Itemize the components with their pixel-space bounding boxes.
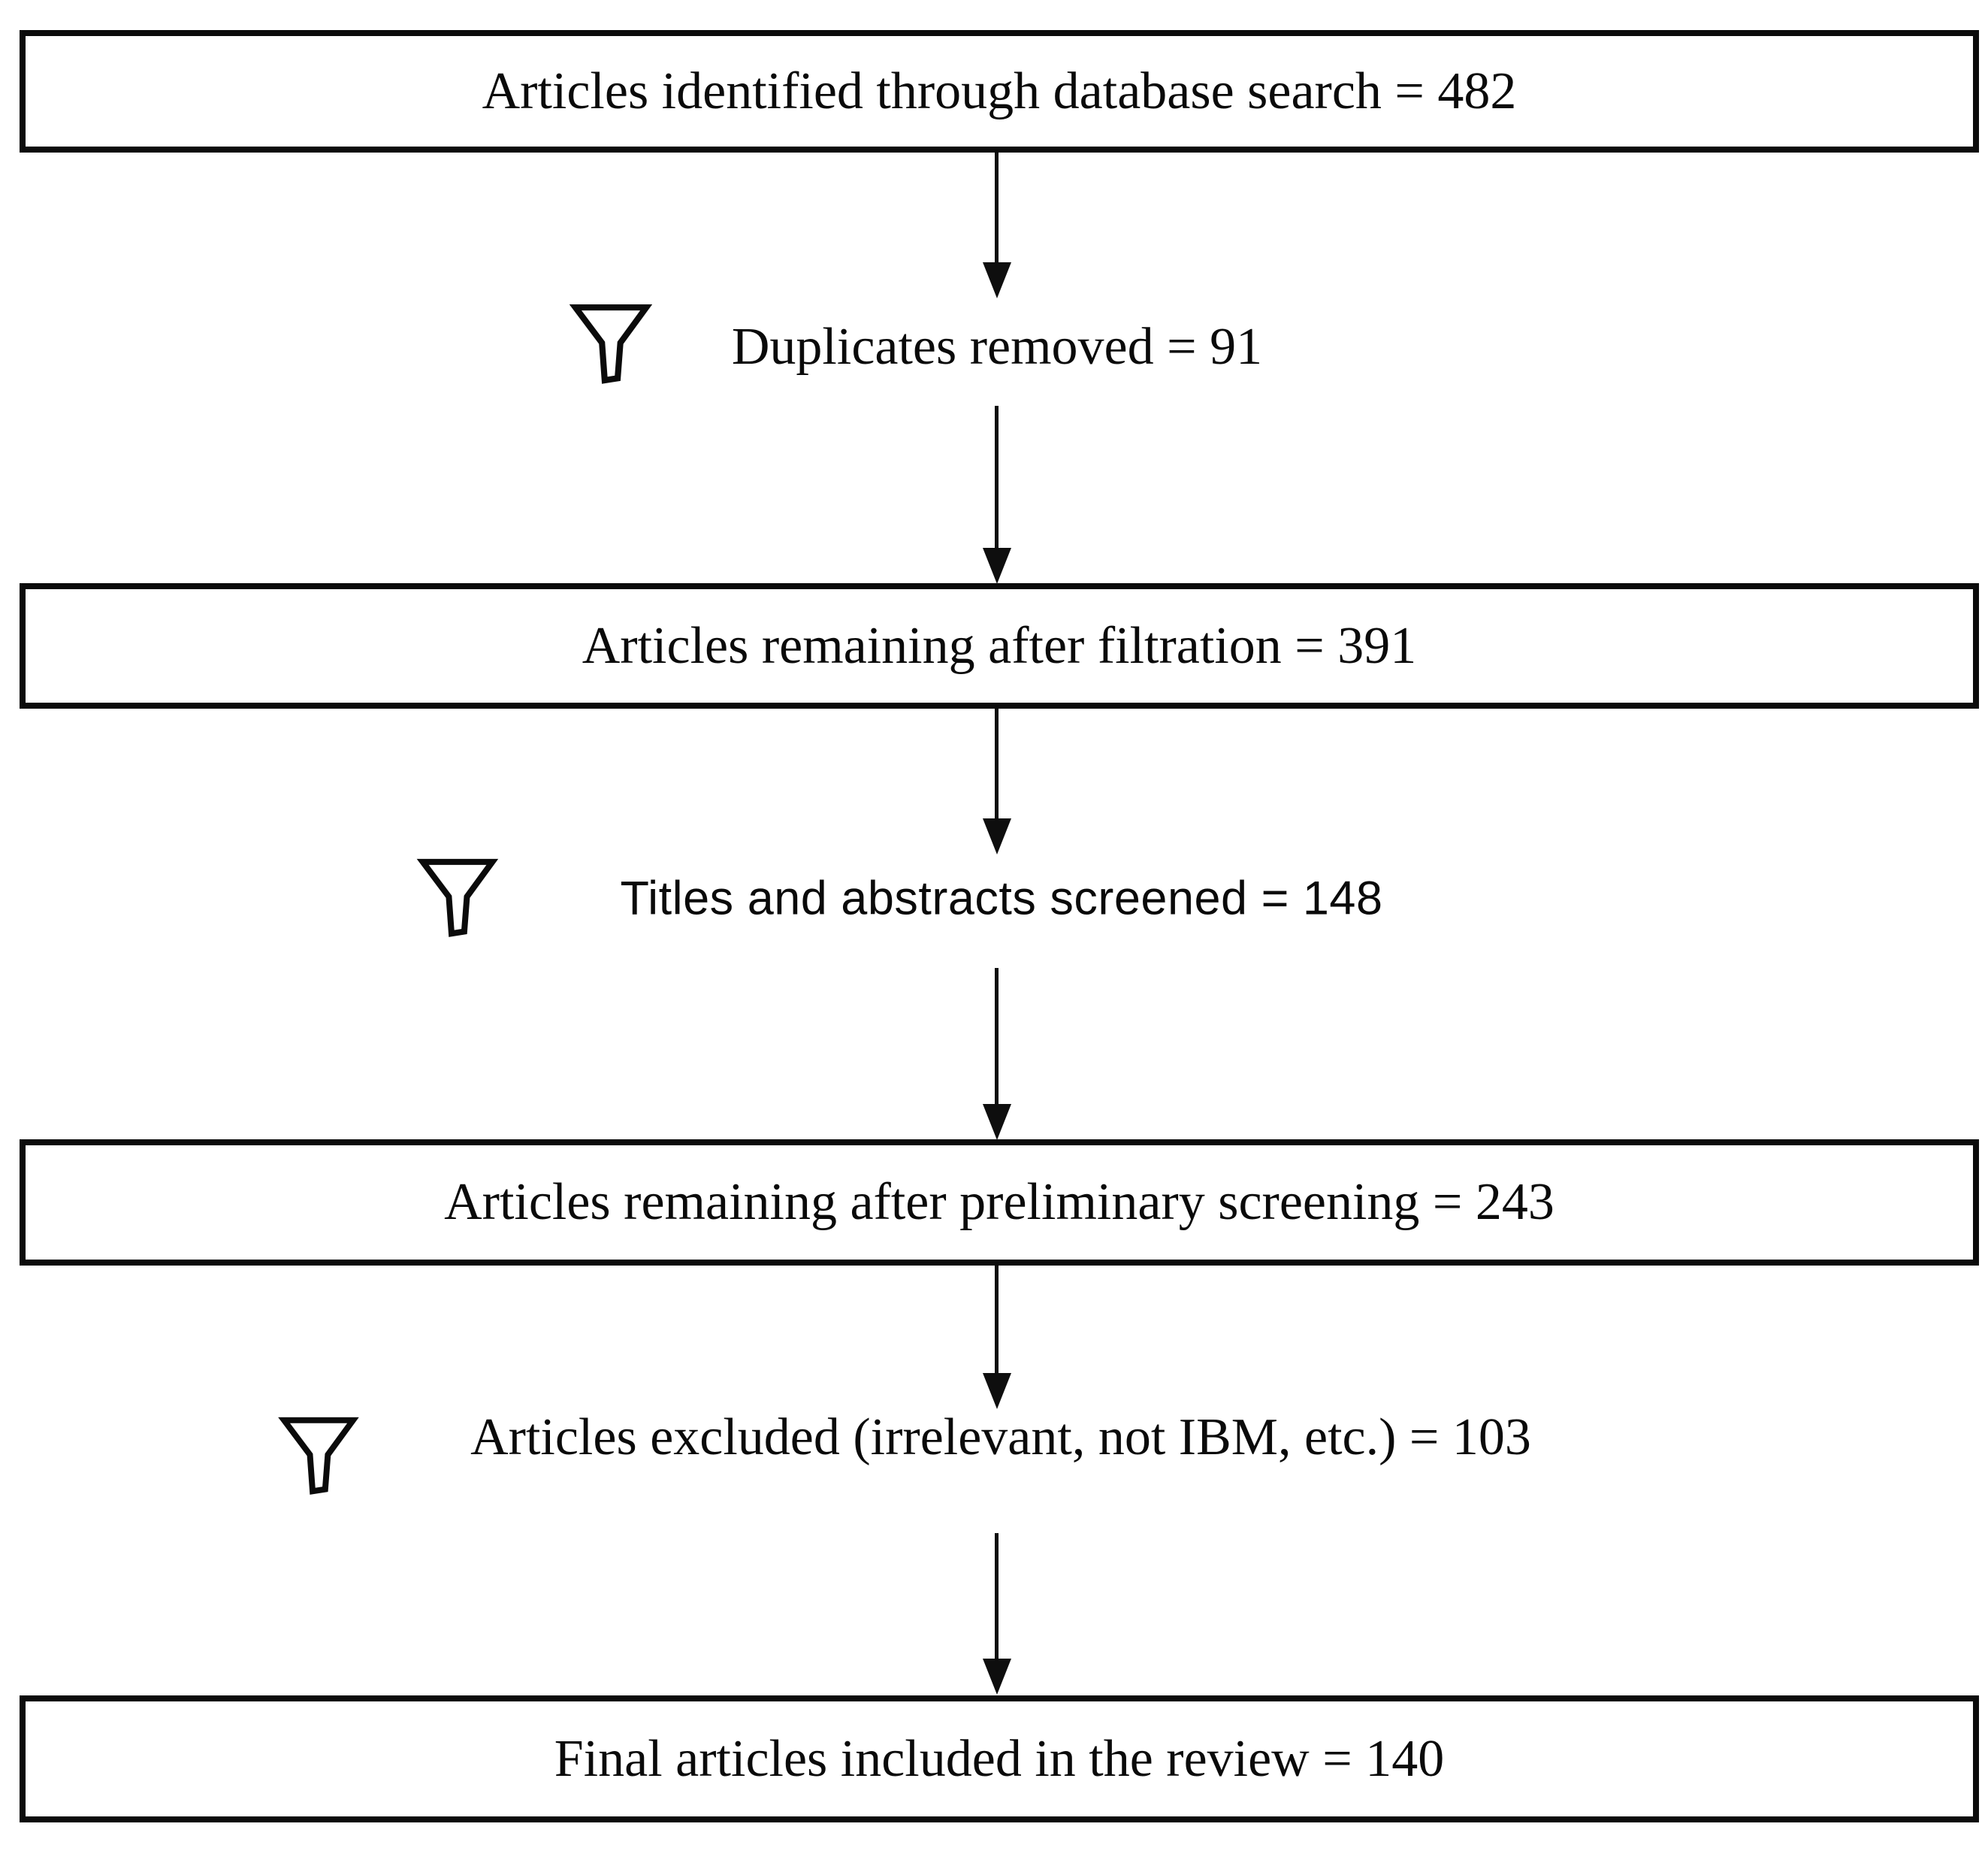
arrow-down-head-icon bbox=[983, 1373, 1011, 1409]
box-final-articles-included-label: Final articles included in the review = … bbox=[554, 1729, 1445, 1788]
arrow-down-head-icon bbox=[983, 1104, 1011, 1140]
funnel-filter-icon bbox=[570, 304, 652, 384]
arrow-line bbox=[995, 968, 999, 1105]
arrow-line bbox=[995, 153, 999, 262]
box-articles-identified-label: Articles identified through database sea… bbox=[482, 62, 1517, 120]
arrow-line bbox=[995, 406, 999, 550]
box-after-filtration: Articles remaining after filtration = 39… bbox=[20, 583, 1979, 709]
filter-duplicates-removed-label: Duplicates removed = 91 bbox=[731, 318, 1263, 376]
arrow-line bbox=[995, 1266, 999, 1375]
arrow-line bbox=[995, 1533, 999, 1660]
box-final-articles-included: Final articles included in the review = … bbox=[20, 1695, 1979, 1822]
box-articles-identified: Articles identified through database sea… bbox=[20, 30, 1979, 153]
arrow-line bbox=[995, 709, 999, 820]
box-after-preliminary-screening: Articles remaining after preliminary scr… bbox=[20, 1139, 1979, 1266]
filter-titles-abstracts-screened-label: Titles and abstracts screened = 148 bbox=[620, 872, 1383, 925]
arrow-down-head-icon bbox=[983, 1659, 1011, 1695]
arrow-down-head-icon bbox=[983, 818, 1011, 854]
box-after-preliminary-screening-label: Articles remaining after preliminary scr… bbox=[444, 1173, 1554, 1231]
filter-articles-excluded-label: Articles excluded (irrelevant, not IBM, … bbox=[470, 1408, 1531, 1466]
funnel-filter-icon bbox=[416, 858, 499, 937]
box-after-filtration-label: Articles remaining after filtration = 39… bbox=[582, 616, 1417, 675]
funnel-filter-icon bbox=[278, 1417, 359, 1495]
arrow-down-head-icon bbox=[983, 548, 1011, 584]
arrow-down-head-icon bbox=[983, 262, 1011, 298]
